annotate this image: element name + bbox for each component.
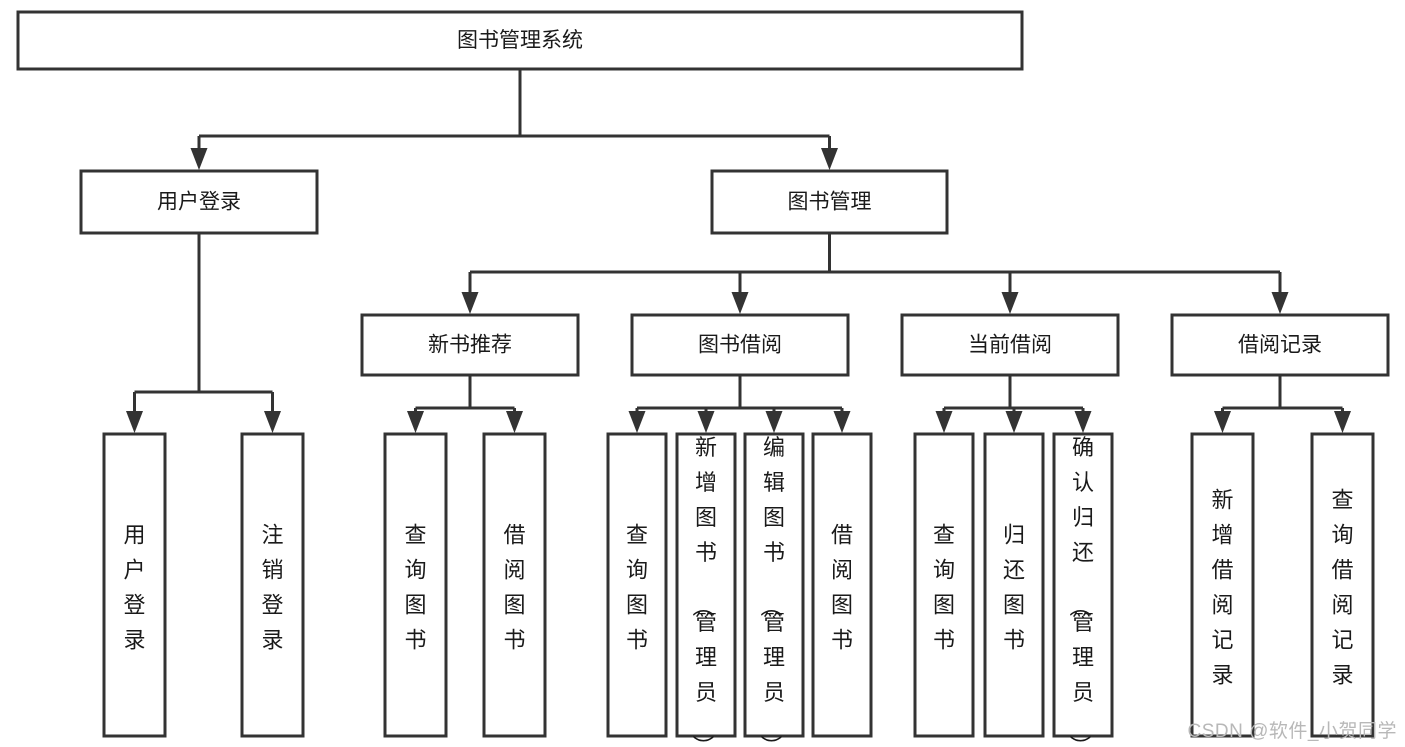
arrow-head-icon xyxy=(126,411,143,433)
edge-group xyxy=(935,375,1092,433)
node-leaf-borrow-book-2[interactable]: 借阅图书 xyxy=(811,432,873,738)
node-new-book-recommend[interactable]: 新书推荐 xyxy=(360,313,580,377)
node-leaf-logout[interactable]: 注销登录 xyxy=(240,432,305,738)
arrow-head-icon xyxy=(506,411,523,433)
node-box[interactable] xyxy=(913,432,975,738)
node-label: 查询借阅记录 xyxy=(1331,487,1353,687)
node-label: 图书管理系统 xyxy=(457,29,583,52)
node-leaf-borrow-book-1[interactable]: 借阅图书 xyxy=(482,432,547,738)
edge-group xyxy=(407,375,523,433)
node-box[interactable] xyxy=(1190,432,1255,738)
node-box[interactable] xyxy=(675,432,737,738)
node-book-borrow[interactable]: 图书借阅 xyxy=(630,313,850,377)
node-label: 编辑图书（管理员） xyxy=(758,435,785,747)
arrow-head-icon xyxy=(1074,411,1092,433)
node-book-manage[interactable]: 图书管理 xyxy=(710,169,949,235)
watermark-text: CSDN @软件_小贺同学 xyxy=(1187,721,1397,742)
node-box[interactable] xyxy=(79,169,319,235)
edge-group xyxy=(1214,375,1351,433)
arrow-head-icon xyxy=(190,148,208,170)
node-label: 查询图书 xyxy=(404,522,426,652)
node-label: 当前借阅 xyxy=(968,334,1052,357)
node-leaf-query-book-1[interactable]: 查询图书 xyxy=(383,432,448,738)
node-box[interactable] xyxy=(1170,313,1390,377)
node-box[interactable] xyxy=(900,313,1120,377)
node-box[interactable] xyxy=(743,432,805,738)
node-box[interactable] xyxy=(360,313,580,377)
node-label: 新增图书（管理员） xyxy=(690,435,717,747)
node-label: 查询图书 xyxy=(933,522,955,652)
node-leaf-confirm-return[interactable]: 确认归还（管理员） xyxy=(1052,432,1114,747)
node-leaf-edit-book[interactable]: 编辑图书（管理员） xyxy=(743,432,805,747)
edge-group xyxy=(190,69,838,170)
arrow-head-icon xyxy=(1271,292,1289,314)
node-label: 借阅记录 xyxy=(1238,334,1322,357)
node-label: 查询图书 xyxy=(626,522,648,652)
node-box[interactable] xyxy=(1310,432,1375,738)
node-leaf-user-login[interactable]: 用户登录 xyxy=(102,432,167,738)
node-label: 确认归还（管理员） xyxy=(1067,435,1094,747)
node-label: 图书借阅 xyxy=(698,334,782,357)
node-box[interactable] xyxy=(710,169,949,235)
node-leaf-add-record[interactable]: 新增借阅记录 xyxy=(1190,432,1255,738)
node-label: 用户登录 xyxy=(157,191,241,214)
node-box[interactable] xyxy=(482,432,547,738)
arrow-head-icon xyxy=(461,292,479,314)
node-label: 借阅图书 xyxy=(503,522,525,652)
edges-layer xyxy=(126,69,1351,433)
node-box[interactable] xyxy=(983,432,1045,738)
node-label: 新书推荐 xyxy=(428,334,512,357)
node-box[interactable] xyxy=(383,432,448,738)
node-box[interactable] xyxy=(606,432,668,738)
arrow-head-icon xyxy=(833,411,851,433)
arrow-head-icon xyxy=(264,411,281,433)
node-box[interactable] xyxy=(240,432,305,738)
node-user-login[interactable]: 用户登录 xyxy=(79,169,319,235)
arrow-head-icon xyxy=(628,411,646,433)
arrow-head-icon xyxy=(1001,292,1019,314)
node-root[interactable]: 图书管理系统 xyxy=(16,10,1024,71)
arrow-head-icon xyxy=(935,411,953,433)
node-box[interactable] xyxy=(811,432,873,738)
arrow-head-icon xyxy=(765,411,783,433)
node-label: 用户登录 xyxy=(123,522,145,652)
node-box[interactable] xyxy=(630,313,850,377)
arrow-head-icon xyxy=(697,411,715,433)
node-label: 新增借阅记录 xyxy=(1211,487,1233,687)
arrow-head-icon xyxy=(731,292,749,314)
arrow-head-icon xyxy=(1005,411,1023,433)
arrow-head-icon xyxy=(821,148,838,170)
edge-group xyxy=(461,233,1289,314)
nodes-layer: 图书管理系统用户登录图书管理新书推荐图书借阅当前借阅借阅记录用户登录注销登录查询… xyxy=(16,10,1390,747)
node-leaf-return-book[interactable]: 归还图书 xyxy=(983,432,1045,738)
edge-group xyxy=(628,375,851,433)
node-leaf-query-book-3[interactable]: 查询图书 xyxy=(913,432,975,738)
arrow-head-icon xyxy=(407,411,424,433)
node-label: 归还图书 xyxy=(1003,522,1025,652)
node-box[interactable] xyxy=(16,10,1024,71)
node-box[interactable] xyxy=(102,432,167,738)
node-borrow-record[interactable]: 借阅记录 xyxy=(1170,313,1390,377)
arrow-head-icon xyxy=(1214,411,1231,433)
node-current-borrow[interactable]: 当前借阅 xyxy=(900,313,1120,377)
node-label: 借阅图书 xyxy=(831,522,853,652)
node-leaf-query-record[interactable]: 查询借阅记录 xyxy=(1310,432,1375,738)
edge-group xyxy=(126,233,281,433)
arrow-head-icon xyxy=(1334,411,1351,433)
node-label: 图书管理 xyxy=(788,191,872,214)
node-box[interactable] xyxy=(1052,432,1114,738)
node-leaf-add-book[interactable]: 新增图书（管理员） xyxy=(675,432,737,747)
node-leaf-query-book-2[interactable]: 查询图书 xyxy=(606,432,668,738)
node-label: 注销登录 xyxy=(261,522,283,652)
